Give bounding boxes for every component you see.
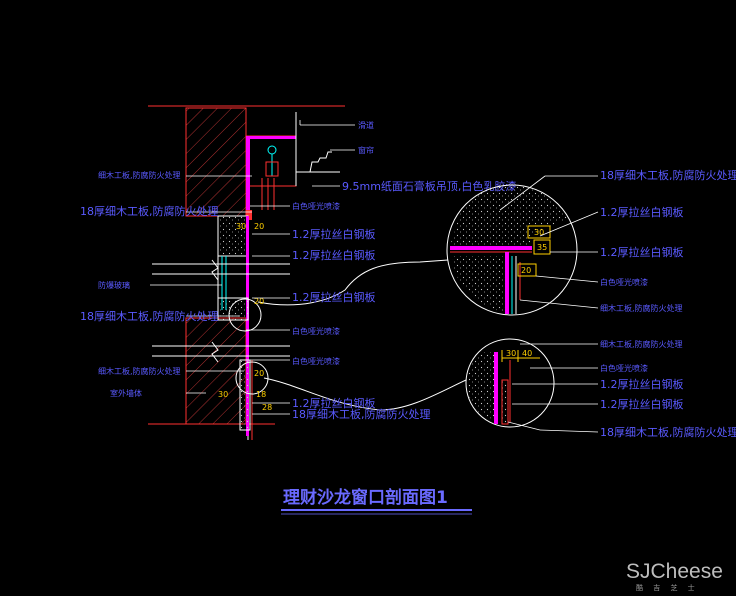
detail-top-label-paint: 白色哑光喷漆 [600, 277, 648, 287]
detail-bottom-label-wood18: 18厚细木工板,防腐防火处理 [600, 425, 736, 439]
detail-bottom-fill [467, 352, 494, 420]
detail-bottom-steel-vertical [494, 352, 498, 424]
drawing-title: 理财沙龙窗口剖面图1 [283, 487, 448, 508]
watermark: SJCheese 酷 吉 芝 士 [626, 560, 723, 592]
detail-top-fill-upper [450, 185, 568, 246]
detail-top-dim-box-3 [517, 263, 537, 277]
label-wood18-b: 18厚细木工板,防腐防火处理 [80, 309, 219, 323]
main-dim-3: 20 [254, 297, 264, 306]
leader-to-detail-top [257, 259, 449, 306]
detail-bottom-frame [501, 379, 509, 425]
detail-top-circle [446, 184, 578, 316]
main-dim-5: 18 [256, 390, 266, 399]
label-wood-base-bottom: 细木工板,防腐防火处理 [98, 366, 181, 376]
main-labels: 滑道 窗帘 细木工板,防腐防火处理 9.5mm纸面石膏板吊顶,白色乳胶漆 18厚… [80, 120, 516, 421]
label-glass: 防爆玻璃 [98, 280, 130, 290]
main-section [148, 105, 467, 440]
main-dim-7: 28 [262, 403, 272, 412]
box-panel-top [246, 136, 296, 139]
box-bottom-strip [246, 210, 252, 220]
detail-top-steel-vertical [505, 252, 509, 314]
frame-lower-fill [239, 359, 251, 431]
label-steel-1: 1.2厚拉丝白钢板 [292, 227, 376, 241]
steel-strip-vertical [246, 216, 249, 436]
break-zigzag-b [211, 341, 219, 363]
label-steel-2: 1.2厚拉丝白钢板 [292, 248, 376, 262]
label-wood-base-top: 细木工板,防腐防火处理 [98, 170, 181, 180]
main-dim-2: 20 [254, 222, 264, 231]
detail-top-dim-2: 35 [537, 243, 547, 252]
magnify-circle-bottom [235, 361, 269, 395]
label-wall: 室外墙体 [110, 388, 142, 398]
label-curtain: 窗帘 [358, 145, 374, 155]
break-zigzag-a [211, 259, 219, 281]
main-dim-1: 30 [236, 222, 246, 231]
main-dim-4: 20 [254, 369, 264, 378]
detail-top-label-steel-b: 1.2厚拉丝白钢板 [600, 245, 684, 259]
label-gypsum: 9.5mm纸面石膏板吊顶,白色乳胶漆 [342, 179, 516, 193]
label-wood18-a: 18厚细木工板,防腐防火处理 [80, 204, 219, 218]
ceiling-step [309, 151, 332, 173]
magnify-circle-top [228, 298, 262, 332]
detail-top-dim-box-2 [533, 239, 551, 255]
label-paint-1: 白色哑光喷漆 [292, 201, 340, 211]
watermark-sub: 酷 吉 芝 士 [636, 583, 699, 592]
detail-bottom-dim-1: 30 [506, 349, 516, 358]
label-steel-4: 1.2厚拉丝白钢板 [292, 396, 376, 410]
detail-top-label-wood: 细木工板,防腐防火处理 [600, 303, 683, 313]
detail-top-fill-lower [452, 256, 505, 312]
label-paint-2: 白色哑光喷漆 [292, 326, 340, 336]
detail-bottom-label-wood: 细木工板,防腐防火处理 [600, 339, 683, 349]
detail-top-steel-horizontal [450, 246, 532, 250]
detail-bottom-label-paint: 白色哑光喷漆 [600, 363, 648, 373]
main-dim-6: 30 [218, 390, 228, 399]
detail-bottom: 30 40 细木工板,防腐防火处理 白色哑光喷漆 1.2厚拉丝白钢板 1.2厚拉… [465, 338, 736, 439]
detail-bottom-dim-2: 40 [522, 349, 532, 358]
label-wood18-c: 18厚细木工板,防腐防火处理 [292, 407, 431, 421]
detail-bottom-label-steel-a: 1.2厚拉丝白钢板 [600, 377, 684, 391]
curtain-hook-icon [267, 145, 277, 155]
main-leaders [150, 120, 355, 415]
detail-top: 30 35 20 18厚细木工板,防腐防火处理 1.2厚拉丝白钢板 1.2厚拉丝… [446, 168, 736, 316]
frame-mid-fill [217, 297, 249, 321]
label-paint-3: 白色哑光喷漆 [292, 356, 340, 366]
upper-wall-block [185, 107, 247, 217]
leader-to-detail-bottom [263, 377, 467, 411]
curtain-carrier [265, 161, 279, 177]
main-dimensions: 30 20 20 20 18 30 28 [218, 222, 272, 412]
label-steel-3: 1.2厚拉丝白钢板 [292, 290, 376, 304]
detail-top-dim-1: 30 [534, 228, 544, 237]
curtain-box [245, 135, 297, 187]
detail-top-label-wood18: 18厚细木工板,防腐防火处理 [600, 168, 736, 182]
detail-top-dim-3: 20 [521, 266, 531, 275]
detail-bottom-circle [465, 338, 555, 428]
watermark-brand: SJCheese [626, 560, 723, 583]
label-curtain-box: 滑道 [358, 120, 374, 130]
detail-top-label-steel-a: 1.2厚拉丝白钢板 [600, 205, 684, 219]
detail-bottom-label-steel-b: 1.2厚拉丝白钢板 [600, 397, 684, 411]
